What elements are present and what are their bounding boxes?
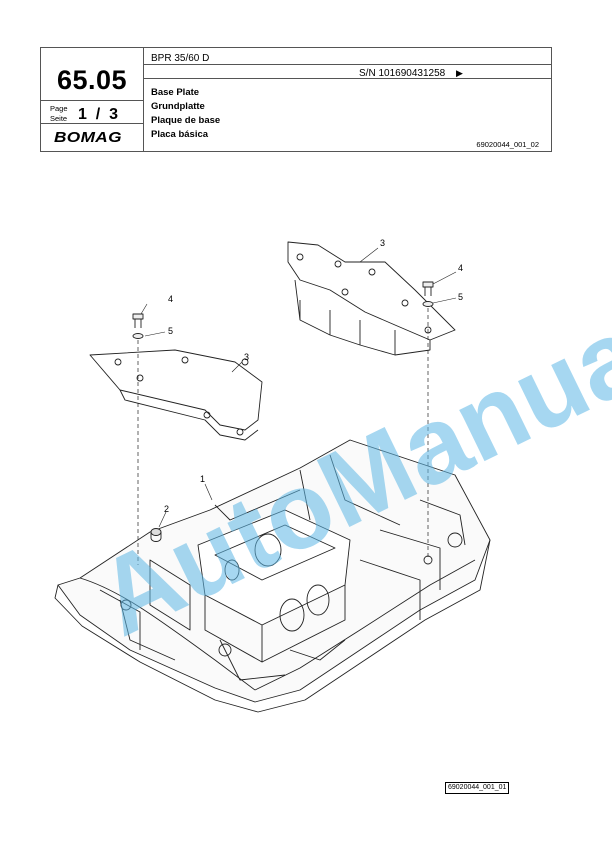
document-reference: 69020044_001_02 bbox=[476, 140, 539, 149]
serial-text: S/N 101690431258 bbox=[359, 68, 446, 79]
header-block: 65.05 Page Seite 1 / 3 BOMAG BPR 35/60 D… bbox=[40, 47, 552, 152]
callout-4-left: 4 bbox=[168, 294, 173, 304]
divider bbox=[143, 64, 551, 65]
title-fr: Plaque de base bbox=[151, 115, 221, 126]
section-number: 65.05 bbox=[56, 65, 128, 95]
leader-lines bbox=[140, 247, 457, 528]
callout-3-left: 3 bbox=[244, 352, 249, 362]
callout-2: 2 bbox=[164, 504, 169, 514]
callout-labels: 1 2 3 3 4 4 5 5 bbox=[164, 238, 463, 514]
play-arrow-icon: ▶ bbox=[455, 68, 463, 78]
title-de: Grundplatte bbox=[151, 101, 205, 112]
divider bbox=[41, 100, 143, 101]
left-cover-plate bbox=[89, 349, 263, 441]
callout-1: 1 bbox=[200, 474, 205, 484]
right-cover-plate bbox=[287, 241, 456, 356]
page-number: 1 / 3 bbox=[78, 106, 119, 123]
plug-part bbox=[150, 528, 162, 542]
screw-washer-left bbox=[132, 313, 144, 339]
serial-number: S/N 101690431258 ▶ bbox=[359, 68, 463, 79]
part-titles: Base Plate Grundplatte Plaque de base Pl… bbox=[151, 86, 220, 142]
screw-washer-right bbox=[422, 281, 434, 307]
divider bbox=[143, 78, 551, 79]
alignment-lines bbox=[137, 308, 429, 565]
section-column bbox=[41, 48, 144, 151]
callout-3-right: 3 bbox=[380, 238, 385, 248]
title-en: Base Plate bbox=[151, 87, 200, 98]
base-plate-part bbox=[54, 439, 491, 713]
callout-5-right: 5 bbox=[458, 292, 463, 302]
bomag-logo: BOMAG bbox=[54, 129, 122, 146]
title-es: Placa básica bbox=[151, 129, 209, 140]
page-label-en: Page bbox=[50, 104, 68, 113]
divider bbox=[41, 123, 143, 124]
page-label-de: Seite bbox=[50, 114, 68, 123]
callout-5-left: 5 bbox=[168, 326, 173, 336]
model-name: BPR 35/60 D bbox=[151, 53, 210, 64]
callout-4-right: 4 bbox=[458, 263, 463, 273]
figure-reference: 69020044_001_01 bbox=[445, 782, 510, 794]
